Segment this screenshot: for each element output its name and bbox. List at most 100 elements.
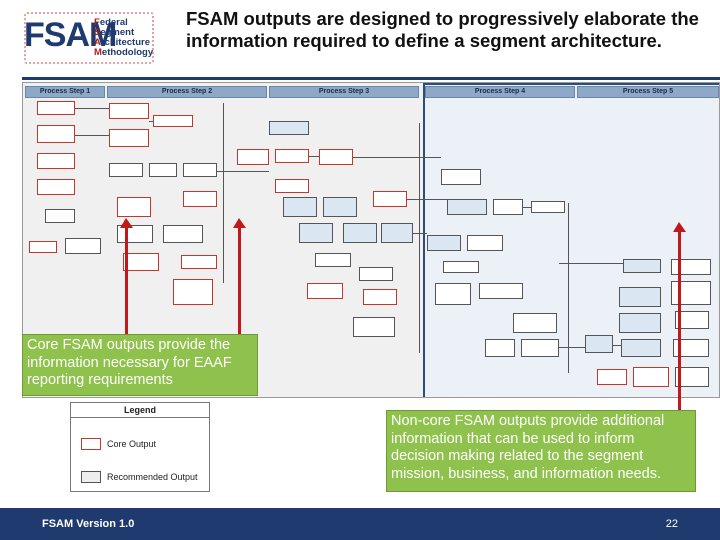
process-box xyxy=(441,169,481,185)
step-header-5: Process Step 5 xyxy=(577,86,719,98)
step-header-2: Process Step 2 xyxy=(107,86,267,98)
process-box xyxy=(435,283,471,305)
connector xyxy=(523,207,531,208)
process-box xyxy=(585,335,613,353)
process-box xyxy=(299,223,333,243)
process-box xyxy=(275,179,309,193)
core-output-label: Core Output xyxy=(107,439,157,449)
step-header-4: Process Step 4 xyxy=(425,86,575,98)
noncore-arrow-shaft xyxy=(678,392,681,412)
process-box xyxy=(359,267,393,281)
connector xyxy=(559,263,623,264)
process-box xyxy=(37,179,75,195)
process-box xyxy=(623,259,661,273)
process-box xyxy=(671,259,711,275)
logo-line-federal: Federal xyxy=(94,17,128,28)
core-arrow-shaft-1 xyxy=(125,226,128,334)
core-arrow-head-1 xyxy=(120,218,133,228)
process-box xyxy=(269,121,309,135)
process-box xyxy=(319,149,353,165)
process-box xyxy=(343,223,377,243)
connector xyxy=(149,121,153,122)
process-box xyxy=(521,339,559,357)
process-box xyxy=(123,253,159,271)
core-output-swatch xyxy=(81,438,101,450)
process-box xyxy=(619,313,661,333)
footer-version: FSAM Version 1.0 xyxy=(42,518,135,530)
connector xyxy=(75,135,109,136)
footer-bar: FSAM Version 1.0 22 xyxy=(0,508,720,540)
connector xyxy=(413,233,427,234)
connector xyxy=(223,103,224,283)
process-box xyxy=(117,197,151,217)
logo-line-architecture: Architecture xyxy=(94,37,150,48)
noncore-arrow-shaft-upper xyxy=(678,232,681,392)
connector xyxy=(559,347,585,348)
recommended-output-swatch xyxy=(81,471,101,483)
process-box xyxy=(467,235,503,251)
slide-title: FSAM outputs are designed to progressive… xyxy=(186,8,699,51)
connector xyxy=(353,157,441,158)
connector xyxy=(75,108,109,109)
core-arrow-shaft-2 xyxy=(238,226,241,334)
process-box xyxy=(353,317,395,337)
fsam-logo: FSAM Federal Segment Architecture Method… xyxy=(24,12,154,64)
process-box xyxy=(447,199,487,215)
connector xyxy=(613,345,621,346)
process-box xyxy=(621,339,661,357)
process-box xyxy=(675,367,709,387)
process-box xyxy=(183,191,217,207)
connector xyxy=(407,199,447,200)
process-box xyxy=(237,149,269,165)
logo-wordmark: Federal Segment Architecture Methodology xyxy=(94,18,153,58)
process-box xyxy=(513,313,557,333)
process-box xyxy=(163,225,203,243)
process-box xyxy=(485,339,515,357)
logo-border xyxy=(24,12,154,64)
connector xyxy=(309,156,319,157)
connector xyxy=(419,123,420,353)
process-box xyxy=(109,103,149,119)
process-box xyxy=(275,149,309,163)
process-box xyxy=(675,311,709,329)
process-box xyxy=(323,197,357,217)
process-box xyxy=(493,199,523,215)
process-box xyxy=(37,153,75,169)
recommended-output-label: Recommended Output xyxy=(107,472,198,482)
process-box xyxy=(109,129,149,147)
logo-line-methodology: Methodology xyxy=(94,47,154,58)
process-box xyxy=(673,339,709,357)
step-header-1: Process Step 1 xyxy=(25,86,105,98)
process-box xyxy=(181,255,217,269)
process-box xyxy=(109,163,143,177)
connector xyxy=(217,171,269,172)
process-box xyxy=(633,367,669,387)
process-box xyxy=(29,241,57,253)
process-box xyxy=(479,283,523,299)
logo-line-segment: Segment xyxy=(94,27,135,38)
process-box xyxy=(307,283,343,299)
process-box xyxy=(381,223,413,243)
logo-mark: FSAM xyxy=(24,16,117,54)
noncore-outputs-callout: Non-core FSAM outputs provide additional… xyxy=(386,410,696,492)
connector xyxy=(568,203,569,373)
process-diagram: Process Step 1 Process Step 2 Process St… xyxy=(22,82,720,398)
core-outputs-callout: Core FSAM outputs provide the informatio… xyxy=(22,334,258,396)
process-box xyxy=(373,191,407,207)
core-arrow-head-2 xyxy=(233,218,246,228)
process-box xyxy=(173,279,213,305)
process-box xyxy=(363,289,397,305)
process-box xyxy=(183,163,217,177)
step-header-3: Process Step 3 xyxy=(269,86,419,98)
process-box xyxy=(153,115,193,127)
title-rule xyxy=(22,77,720,80)
process-box xyxy=(315,253,351,267)
process-box xyxy=(149,163,177,177)
legend: Legend Core Output Recommended Output xyxy=(70,402,210,492)
process-box xyxy=(45,209,75,223)
process-box xyxy=(37,125,75,143)
process-box xyxy=(619,287,661,307)
page-number: 22 xyxy=(665,518,678,530)
process-box xyxy=(427,235,461,251)
process-box xyxy=(443,261,479,273)
